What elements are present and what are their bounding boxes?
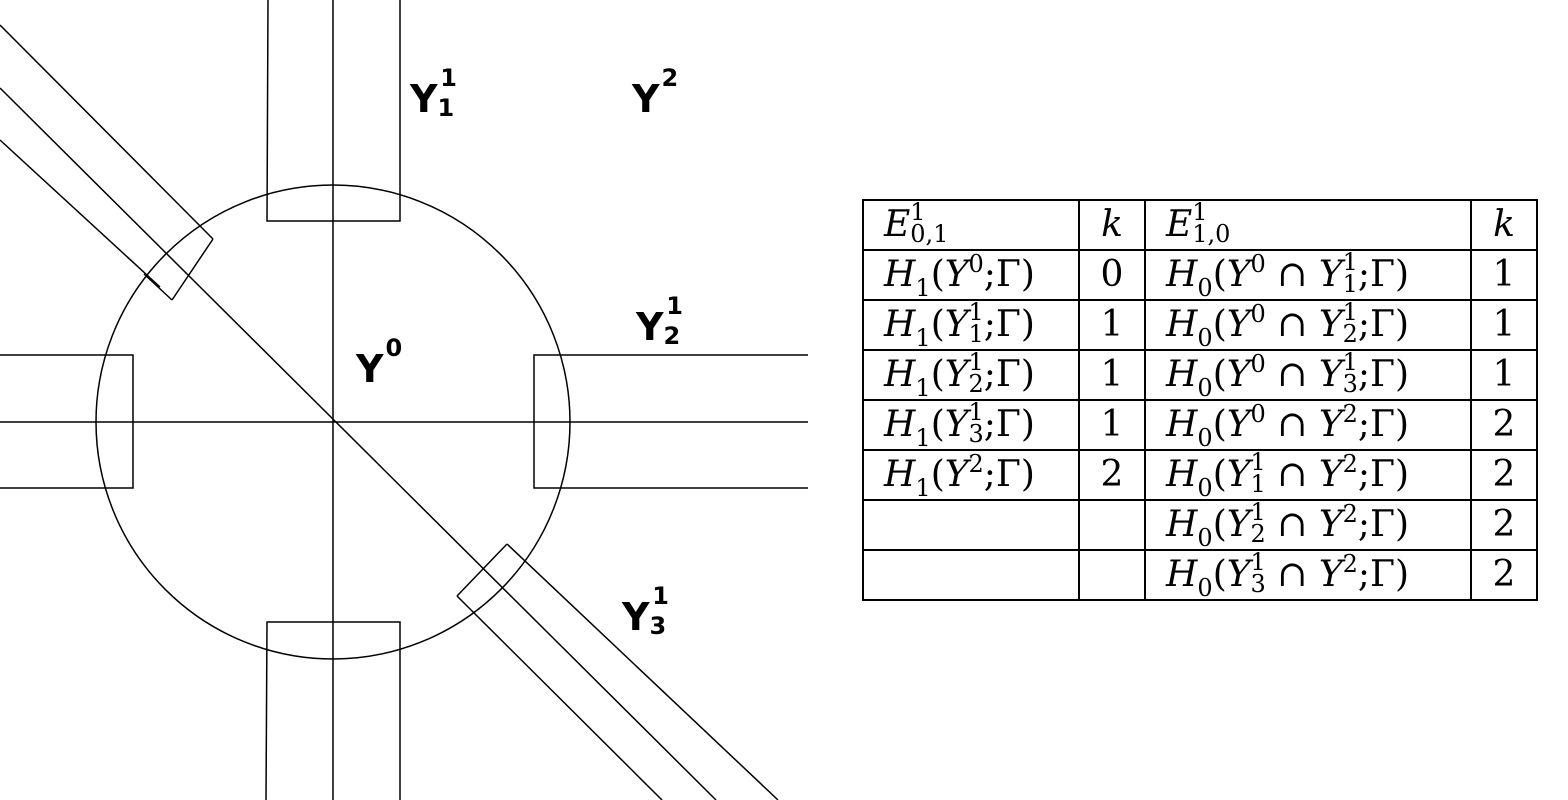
- diag-strip-lr-end: [456, 543, 508, 597]
- cell-e10: H0(Y0 ∩ Y2;Γ): [1144, 399, 1472, 451]
- diag-strip-ul-end-b: [143, 273, 173, 301]
- cell-e01: H1(Y0;Γ): [862, 249, 1080, 301]
- cell-k-right: 1: [1470, 349, 1538, 401]
- covering-diagram: Y11 Y2 Y21 Y0 Y31: [0, 0, 808, 800]
- cell-k-left: 1: [1078, 399, 1146, 451]
- label-y2: Y2: [631, 64, 678, 121]
- cell-k-right: 2: [1470, 549, 1538, 601]
- cell-k-left: 1: [1078, 299, 1146, 351]
- cell-k-right: 2: [1470, 449, 1538, 501]
- cell-k-right: 1: [1470, 299, 1538, 351]
- cell-k-left: 1: [1078, 349, 1146, 401]
- header-k-left: k: [1078, 199, 1146, 251]
- top-strip: [266, 0, 401, 222]
- right-strip: [533, 354, 808, 489]
- cell-k-left: 0: [1078, 249, 1146, 301]
- bottom-strip: [265, 621, 401, 800]
- diag-strip-ul-edge-a: [0, 24, 214, 240]
- cell-k-right: 2: [1470, 399, 1538, 451]
- cell-k-right: 1: [1470, 249, 1538, 301]
- diag-strip-lr-edge-b: [456, 595, 663, 800]
- cell-e01: H1(Y2;Γ): [862, 449, 1080, 501]
- cell-k-left: [1078, 549, 1146, 601]
- diag-strip-ul-edge-b: [0, 139, 161, 288]
- diagonal-axis: [0, 87, 717, 800]
- diag-strip-ul-end: [171, 238, 214, 301]
- cell-k-right: 2: [1470, 499, 1538, 551]
- label-y1-1: Y11: [409, 64, 457, 122]
- label-y0: Y0: [355, 334, 402, 391]
- header-k-right: k: [1470, 199, 1538, 251]
- cell-e01: [862, 549, 1080, 601]
- diag-strip-lr-edge-a: [506, 543, 779, 800]
- cell-e01: [862, 499, 1080, 551]
- cell-k-left: [1078, 499, 1146, 551]
- left-strip: [0, 354, 134, 489]
- cell-k-left: 2: [1078, 449, 1146, 501]
- label-y2-1: Y21: [635, 292, 683, 350]
- label-y3-1: Y31: [621, 582, 669, 640]
